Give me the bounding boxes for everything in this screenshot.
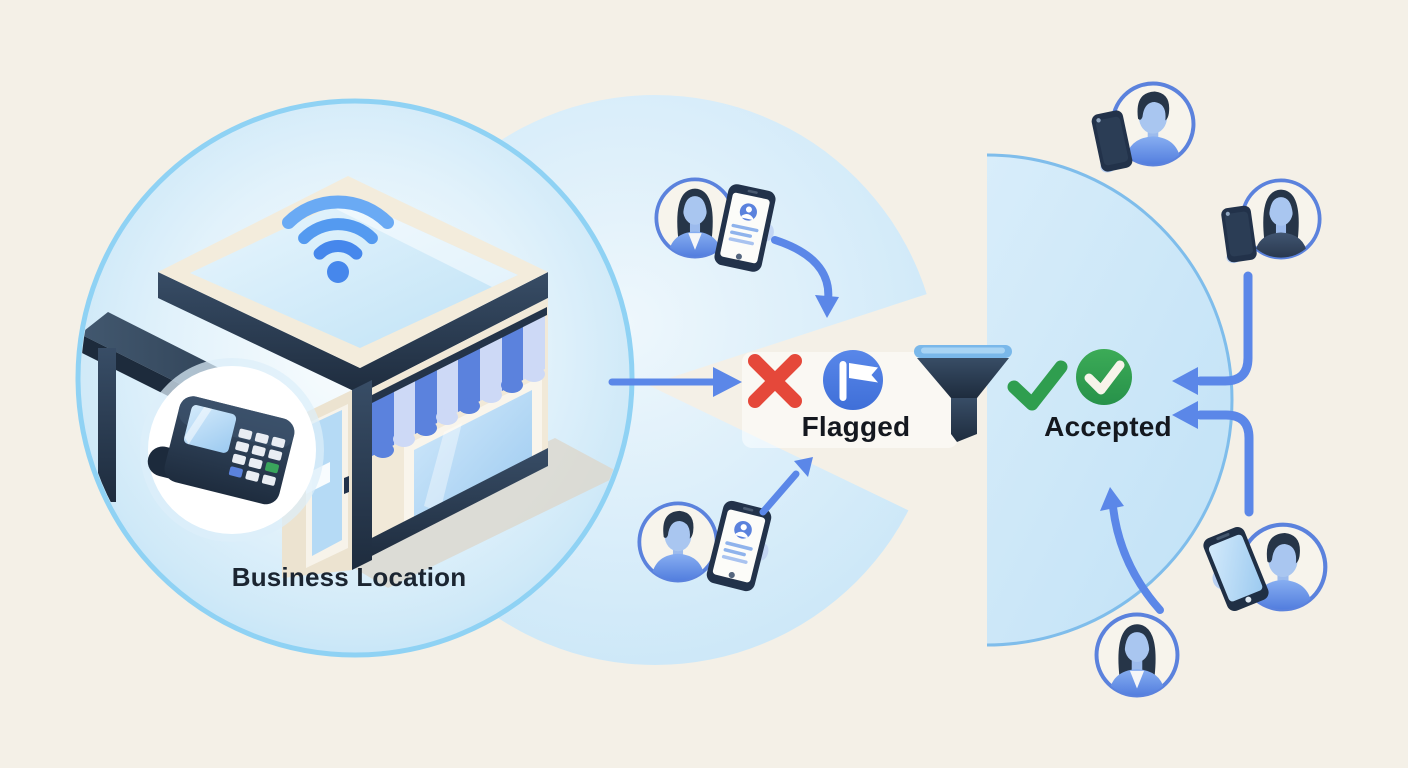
check-circle-icon [1076,349,1132,405]
arrow-right-lower [1195,410,1254,517]
accepted-label: Accepted [1044,411,1172,442]
user-avatar-icon-right-4 [1097,615,1178,699]
business-circle-ring [75,98,635,658]
shop-window-glass [414,390,532,518]
user-avatar-icon-bottom [639,503,716,584]
awning [370,307,547,458]
flag-icon [823,350,883,410]
storefront-icon [81,176,622,588]
ground-shadow [320,438,622,588]
cross-icon [748,354,802,408]
arrow-top-user-to-flagged [771,236,833,304]
pos-terminal-icon [140,358,324,542]
arrows [608,236,1254,614]
flagged-label: Flagged [801,411,911,442]
arrow-bottom-user-to-flagged [759,470,800,516]
business-location-label: Business Location [231,562,467,592]
check-icon [1007,360,1068,411]
funnel-icon [914,345,1012,442]
corner-post [352,380,372,570]
arrow-bottom-right-curved [1109,503,1164,614]
roof-rim [158,272,548,394]
arrow-right-upper [1195,271,1253,386]
roof-skylight [190,198,518,348]
wifi-icon [282,195,394,283]
